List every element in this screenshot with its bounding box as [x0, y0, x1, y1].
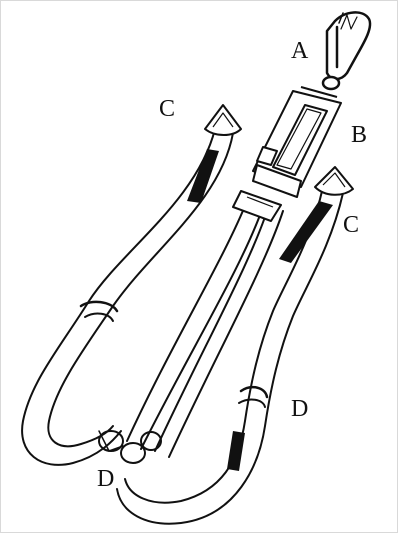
shock-absorber — [233, 87, 341, 221]
label-a: A — [291, 39, 308, 63]
carabiner — [323, 12, 370, 89]
rebar-hook-right — [315, 167, 353, 195]
label-b: B — [351, 123, 367, 147]
central-webbing — [99, 201, 283, 463]
label-c-right: C — [343, 213, 359, 237]
label-d-bottom: D — [97, 467, 114, 491]
rebar-hook-left — [205, 105, 241, 135]
webbing-loop-left — [22, 129, 233, 465]
label-d-right: D — [291, 397, 308, 421]
label-c-left: C — [159, 97, 175, 121]
